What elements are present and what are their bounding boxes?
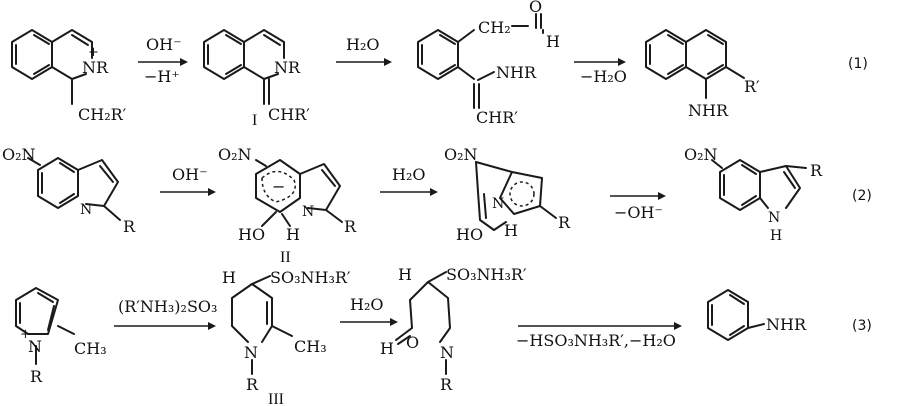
r2-intermediate-r-label: R bbox=[344, 217, 357, 236]
r2-intermediate-n-label: N bbox=[302, 204, 314, 220]
r2-intermediate-h: H bbox=[286, 225, 300, 244]
r3-open-chain: H SO₃NH₃R′ H O N R bbox=[380, 265, 527, 394]
reaction-2: O₂N N R OH⁻ O₂N − N HO H R II bbox=[2, 145, 872, 266]
r1-open-chain: O H CH₂ NHR CHR′ bbox=[417, 0, 560, 127]
r3-arrow-3: −HSO₃NH₃R′,−H₂O bbox=[516, 322, 682, 350]
r2-reactant-nitro: O₂N bbox=[2, 145, 36, 164]
r1-aldehyde-o: O bbox=[529, 0, 542, 16]
r3-open-n-label: N bbox=[440, 343, 454, 362]
r1-arrow-1: OH⁻ −H⁺ bbox=[138, 35, 188, 86]
r1-reactant-substituent: CH₂R′ bbox=[78, 105, 127, 124]
r3-open-ald-h: H bbox=[380, 339, 394, 358]
r3-intermediate-n-label: N bbox=[244, 343, 258, 362]
r3-open-h: H bbox=[398, 265, 412, 284]
r2-intermediate-nitro: O₂N bbox=[218, 145, 252, 164]
r2-reactant-r-label: R bbox=[123, 217, 136, 236]
r2-open-h: H bbox=[504, 221, 518, 240]
r2-intermediate-ho: HO bbox=[238, 225, 265, 244]
r2-product-nitro: O₂N bbox=[684, 145, 718, 164]
r1-intermediate-substituent: CHR′ bbox=[268, 105, 310, 124]
r2-arrow-1-reagent: OH⁻ bbox=[172, 165, 208, 184]
r2-product-indole: O₂N R N H bbox=[684, 145, 823, 244]
r2-reactant-n-label: N bbox=[80, 202, 92, 218]
r2-reactant-indolizine: O₂N N R bbox=[2, 145, 136, 236]
r3-open-r-label: R bbox=[440, 375, 453, 394]
r3-arrow-2: H₂O bbox=[340, 295, 398, 326]
r2-intermediate-minus: − bbox=[272, 177, 285, 196]
r1-number: (1) bbox=[848, 56, 868, 72]
r2-intermediate-II: O₂N − N HO H R II bbox=[218, 145, 357, 266]
r2-intermediate-roman: II bbox=[280, 249, 291, 266]
r2-open-chain: O₂N N HO H R bbox=[444, 145, 571, 244]
r3-reactant-plus-charge: + bbox=[20, 327, 31, 342]
r3-reactant-ch3: CH₃ bbox=[74, 339, 107, 358]
r1-aldehyde-h: H bbox=[546, 32, 560, 51]
r2-number: (2) bbox=[852, 188, 872, 204]
r3-intermediate-r-label: R bbox=[246, 375, 259, 394]
r3-intermediate-III: H SO₃NH₃R′ N CH₃ R III bbox=[222, 268, 351, 406]
r1-intermediate-roman: I bbox=[252, 112, 257, 129]
r2-open-nitro: O₂N bbox=[444, 145, 478, 164]
r2-open-n-label: N bbox=[492, 196, 504, 212]
r3-product-aniline: NHR bbox=[707, 289, 807, 341]
r2-product-nh-h: H bbox=[770, 228, 782, 244]
r3-number: (3) bbox=[852, 318, 872, 334]
r1-arrow-2: H₂O bbox=[336, 35, 392, 66]
r1-open-chr: CHR′ bbox=[476, 108, 518, 127]
r1-product-nhr: NHR bbox=[688, 101, 729, 120]
r2-arrow-2: H₂O bbox=[380, 165, 438, 196]
r2-product-nh-n: N bbox=[768, 210, 780, 226]
r3-intermediate-ch3: CH₃ bbox=[294, 337, 327, 356]
r1-arrow-3: −H₂O bbox=[574, 58, 627, 86]
r1-arrow-2-reagent: H₂O bbox=[346, 35, 379, 54]
r3-open-so3: SO₃NH₃R′ bbox=[446, 265, 527, 284]
r2-open-ho: HO bbox=[456, 225, 483, 244]
r1-reactant-plus-charge: + bbox=[88, 45, 99, 60]
r2-arrow-2-reagent: H₂O bbox=[392, 165, 425, 184]
r2-open-r-label: R bbox=[558, 213, 571, 232]
r2-product-r-label: R bbox=[810, 161, 823, 180]
r3-intermediate-h: H bbox=[222, 268, 236, 287]
r1-intermediate-n-label: NR bbox=[274, 58, 301, 77]
r3-intermediate-so3: SO₃NH₃R′ bbox=[270, 268, 351, 287]
r3-arrow-1-reagent: (R′NH₃)₂SO₃ bbox=[118, 297, 217, 316]
r1-reactant-isoquinolinium: NR + CH₂R′ bbox=[11, 29, 127, 124]
reaction-3: N + CH₃ R (R′NH₃)₂SO₃ H SO₃NH₃R′ N CH₃ R… bbox=[15, 265, 872, 406]
r1-arrow-3-condition: −H₂O bbox=[580, 67, 627, 86]
r1-open-ch2: CH₂ bbox=[478, 18, 511, 37]
r3-open-o: O bbox=[406, 333, 419, 352]
r2-arrow-1: OH⁻ bbox=[160, 165, 216, 196]
r3-reactant-r-label: R bbox=[30, 367, 43, 386]
r2-arrow-3-condition: −OH⁻ bbox=[614, 203, 663, 222]
r3-arrow-2-reagent: H₂O bbox=[350, 295, 383, 314]
r3-arrow-3-condition: −HSO₃NH₃R′,−H₂O bbox=[516, 331, 676, 350]
r3-reactant-pyridinium: N + CH₃ R bbox=[15, 287, 107, 386]
r2-arrow-3: −OH⁻ bbox=[610, 192, 666, 222]
r1-product-naphthylamine: R′ NHR bbox=[645, 29, 760, 120]
r1-open-nhr: NHR bbox=[496, 63, 537, 82]
r1-arrow-1-condition: −H⁺ bbox=[144, 67, 180, 86]
r3-arrow-1: (R′NH₃)₂SO₃ bbox=[114, 297, 217, 330]
r3-reactant-n-label: N bbox=[28, 337, 42, 356]
r1-product-r-label: R′ bbox=[744, 77, 760, 96]
r3-intermediate-roman: III bbox=[268, 391, 284, 406]
reaction-1: NR + CH₂R′ OH⁻ −H⁺ NR CHR′ I bbox=[11, 0, 868, 129]
r1-arrow-1-reagent: OH⁻ bbox=[146, 35, 182, 54]
r3-product-nhr: NHR bbox=[766, 315, 807, 334]
r1-intermediate-I: NR CHR′ I bbox=[203, 29, 310, 129]
r1-reactant-n-label: NR bbox=[82, 58, 109, 77]
